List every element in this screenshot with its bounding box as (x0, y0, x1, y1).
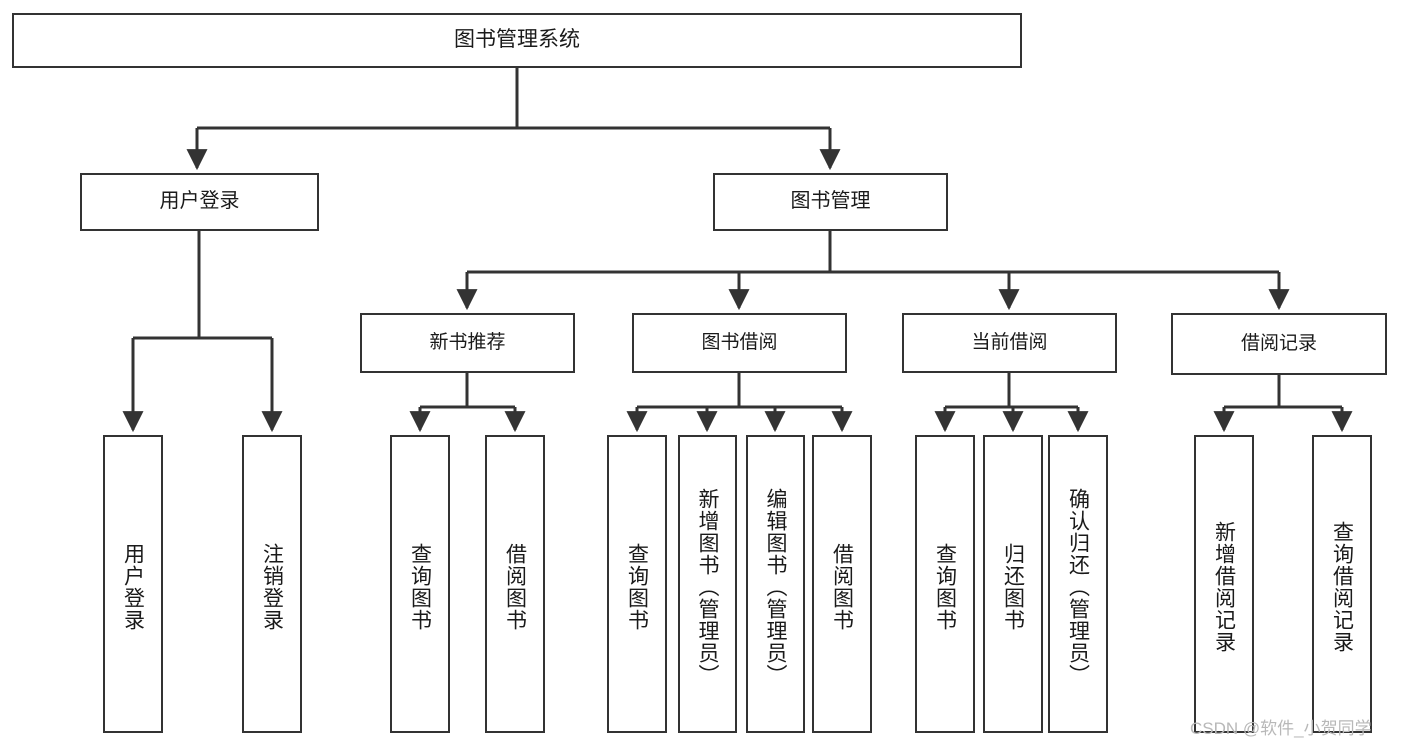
leaf-query-borrow-record-label: 查询借阅记录 (1330, 521, 1354, 653)
node-book-borrow[interactable]: 图书借阅 (632, 313, 847, 373)
csdn-watermark: CSDN @软件_小贺同学 (1190, 719, 1372, 738)
leaf-borrow-book-1-label: 借阅图书 (503, 543, 527, 631)
node-new-book-recommend-label: 新书推荐 (429, 331, 506, 353)
leaf-return-book-label: 归还图书 (1001, 543, 1025, 631)
leaf-add-book-admin-label: 新增图书（管理员） (696, 488, 719, 686)
leaf-borrow-book-2[interactable]: 借阅图书 (812, 435, 872, 733)
leaf-logout[interactable]: 注销登录 (242, 435, 302, 733)
leaf-add-borrow-record-label: 新增借阅记录 (1212, 521, 1236, 653)
leaf-edit-book-admin-label: 编辑图书（管理员） (764, 488, 787, 686)
node-user-login-label: 用户登录 (159, 190, 240, 213)
leaf-confirm-return-admin-label: 确认归还（管理员） (1066, 488, 1090, 686)
node-user-login[interactable]: 用户登录 (80, 173, 319, 231)
node-borrow-records-label: 借阅记录 (1240, 332, 1317, 354)
leaf-logout-label: 注销登录 (260, 543, 284, 631)
node-new-book-recommend[interactable]: 新书推荐 (360, 313, 575, 373)
leaf-add-book-admin[interactable]: 新增图书（管理员） (678, 435, 737, 733)
leaf-user-login[interactable]: 用户登录 (103, 435, 163, 733)
node-current-borrow[interactable]: 当前借阅 (902, 313, 1117, 373)
leaf-query-book-3-label: 查询图书 (933, 543, 957, 631)
leaf-return-book[interactable]: 归还图书 (983, 435, 1043, 733)
leaf-query-borrow-record[interactable]: 查询借阅记录 (1312, 435, 1372, 733)
leaf-query-book-1-label: 查询图书 (408, 543, 432, 631)
node-borrow-records[interactable]: 借阅记录 (1171, 313, 1387, 375)
leaf-user-login-label: 用户登录 (121, 543, 145, 631)
leaf-confirm-return-admin[interactable]: 确认归还（管理员） (1048, 435, 1108, 733)
node-root-label: 图书管理系统 (454, 28, 580, 52)
leaf-query-book-2[interactable]: 查询图书 (607, 435, 667, 733)
node-root-system[interactable]: 图书管理系统 (12, 13, 1022, 68)
leaf-borrow-book-1[interactable]: 借阅图书 (485, 435, 545, 733)
leaf-query-book-3[interactable]: 查询图书 (915, 435, 975, 733)
leaf-borrow-book-2-label: 借阅图书 (830, 543, 854, 631)
leaf-add-borrow-record[interactable]: 新增借阅记录 (1194, 435, 1254, 733)
leaf-edit-book-admin[interactable]: 编辑图书（管理员） (746, 435, 805, 733)
leaf-query-book-2-label: 查询图书 (625, 543, 649, 631)
leaf-query-book-1[interactable]: 查询图书 (390, 435, 450, 733)
node-book-management[interactable]: 图书管理 (713, 173, 948, 231)
node-book-management-label: 图书管理 (790, 190, 871, 213)
node-book-borrow-label: 图书借阅 (701, 331, 778, 353)
node-current-borrow-label: 当前借阅 (971, 331, 1048, 353)
